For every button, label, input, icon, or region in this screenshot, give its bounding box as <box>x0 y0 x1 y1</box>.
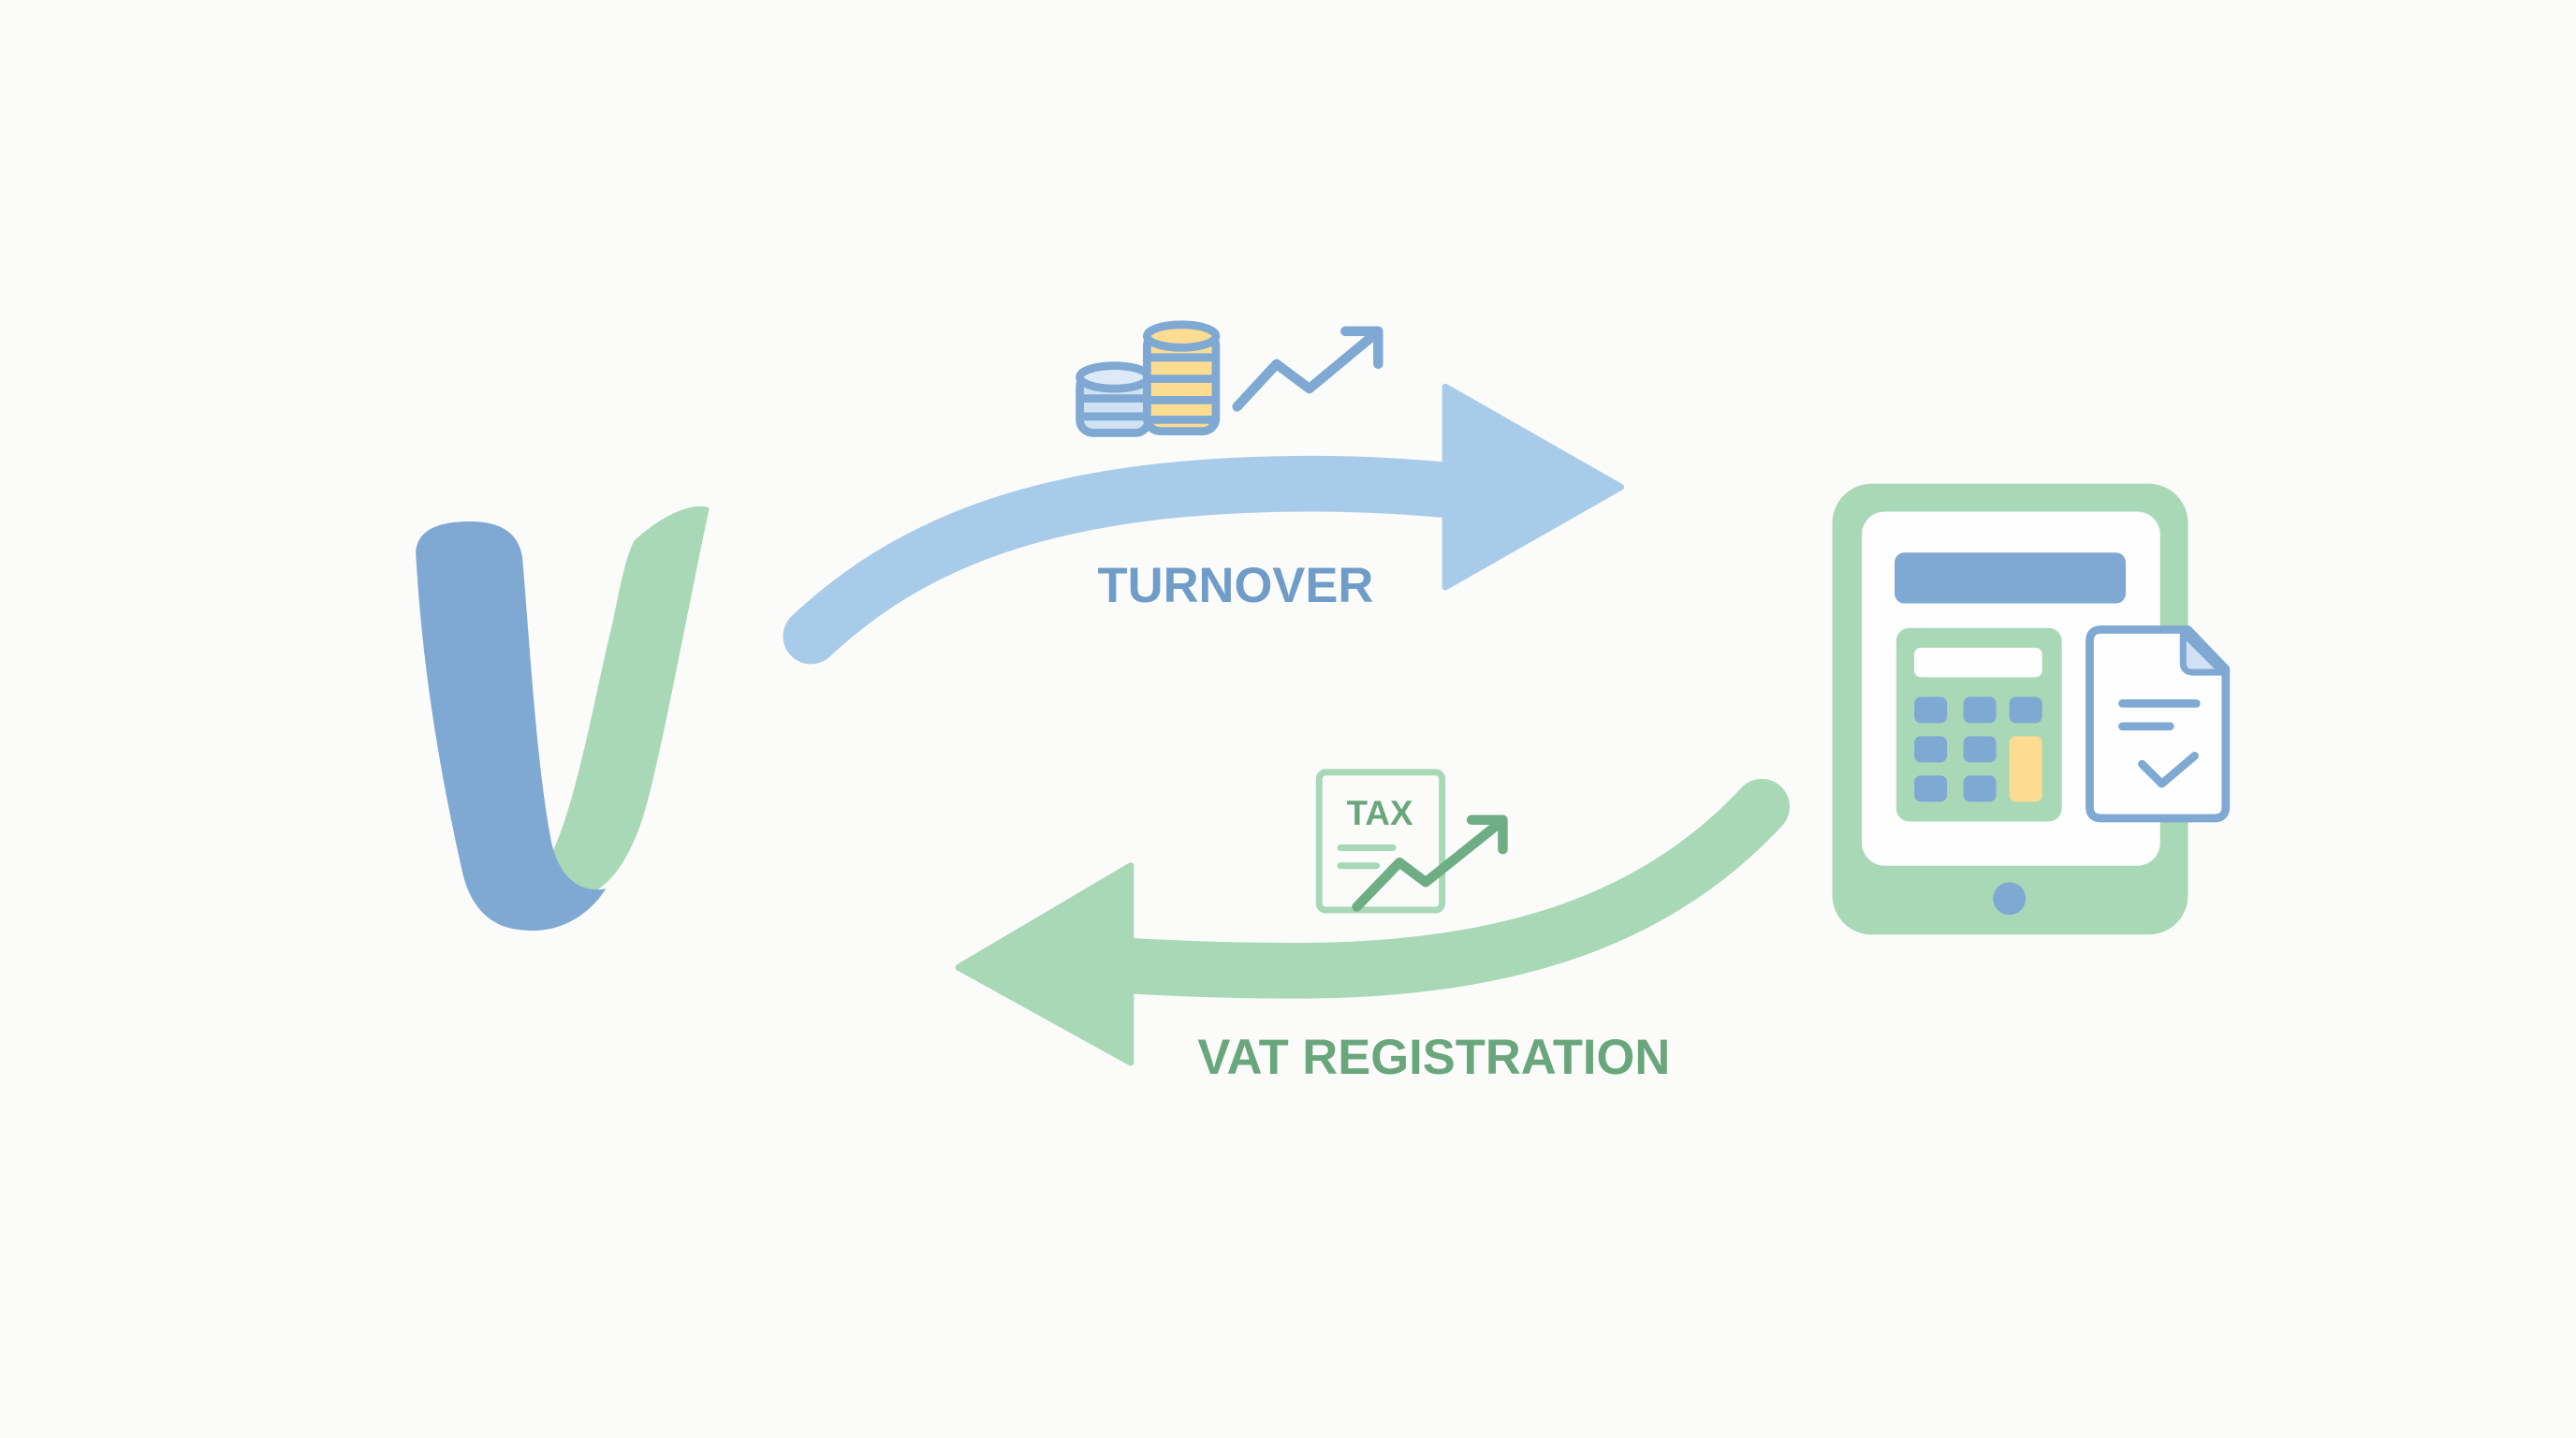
vat-registration-label: VAT REGISTRATION <box>1197 1030 1670 1085</box>
vat-registration-arrow <box>955 778 1790 1066</box>
v-logo <box>416 506 710 932</box>
turnover-label: TURNOVER <box>1098 558 1374 613</box>
checked-document-icon <box>2086 625 2231 823</box>
tax-document-icon: TAX <box>1315 769 1508 914</box>
turnover-arrow <box>783 383 1625 665</box>
coins-icon <box>1076 320 1221 437</box>
tax-label: TAX <box>1347 794 1413 832</box>
trend-up-icon <box>1232 326 1383 412</box>
